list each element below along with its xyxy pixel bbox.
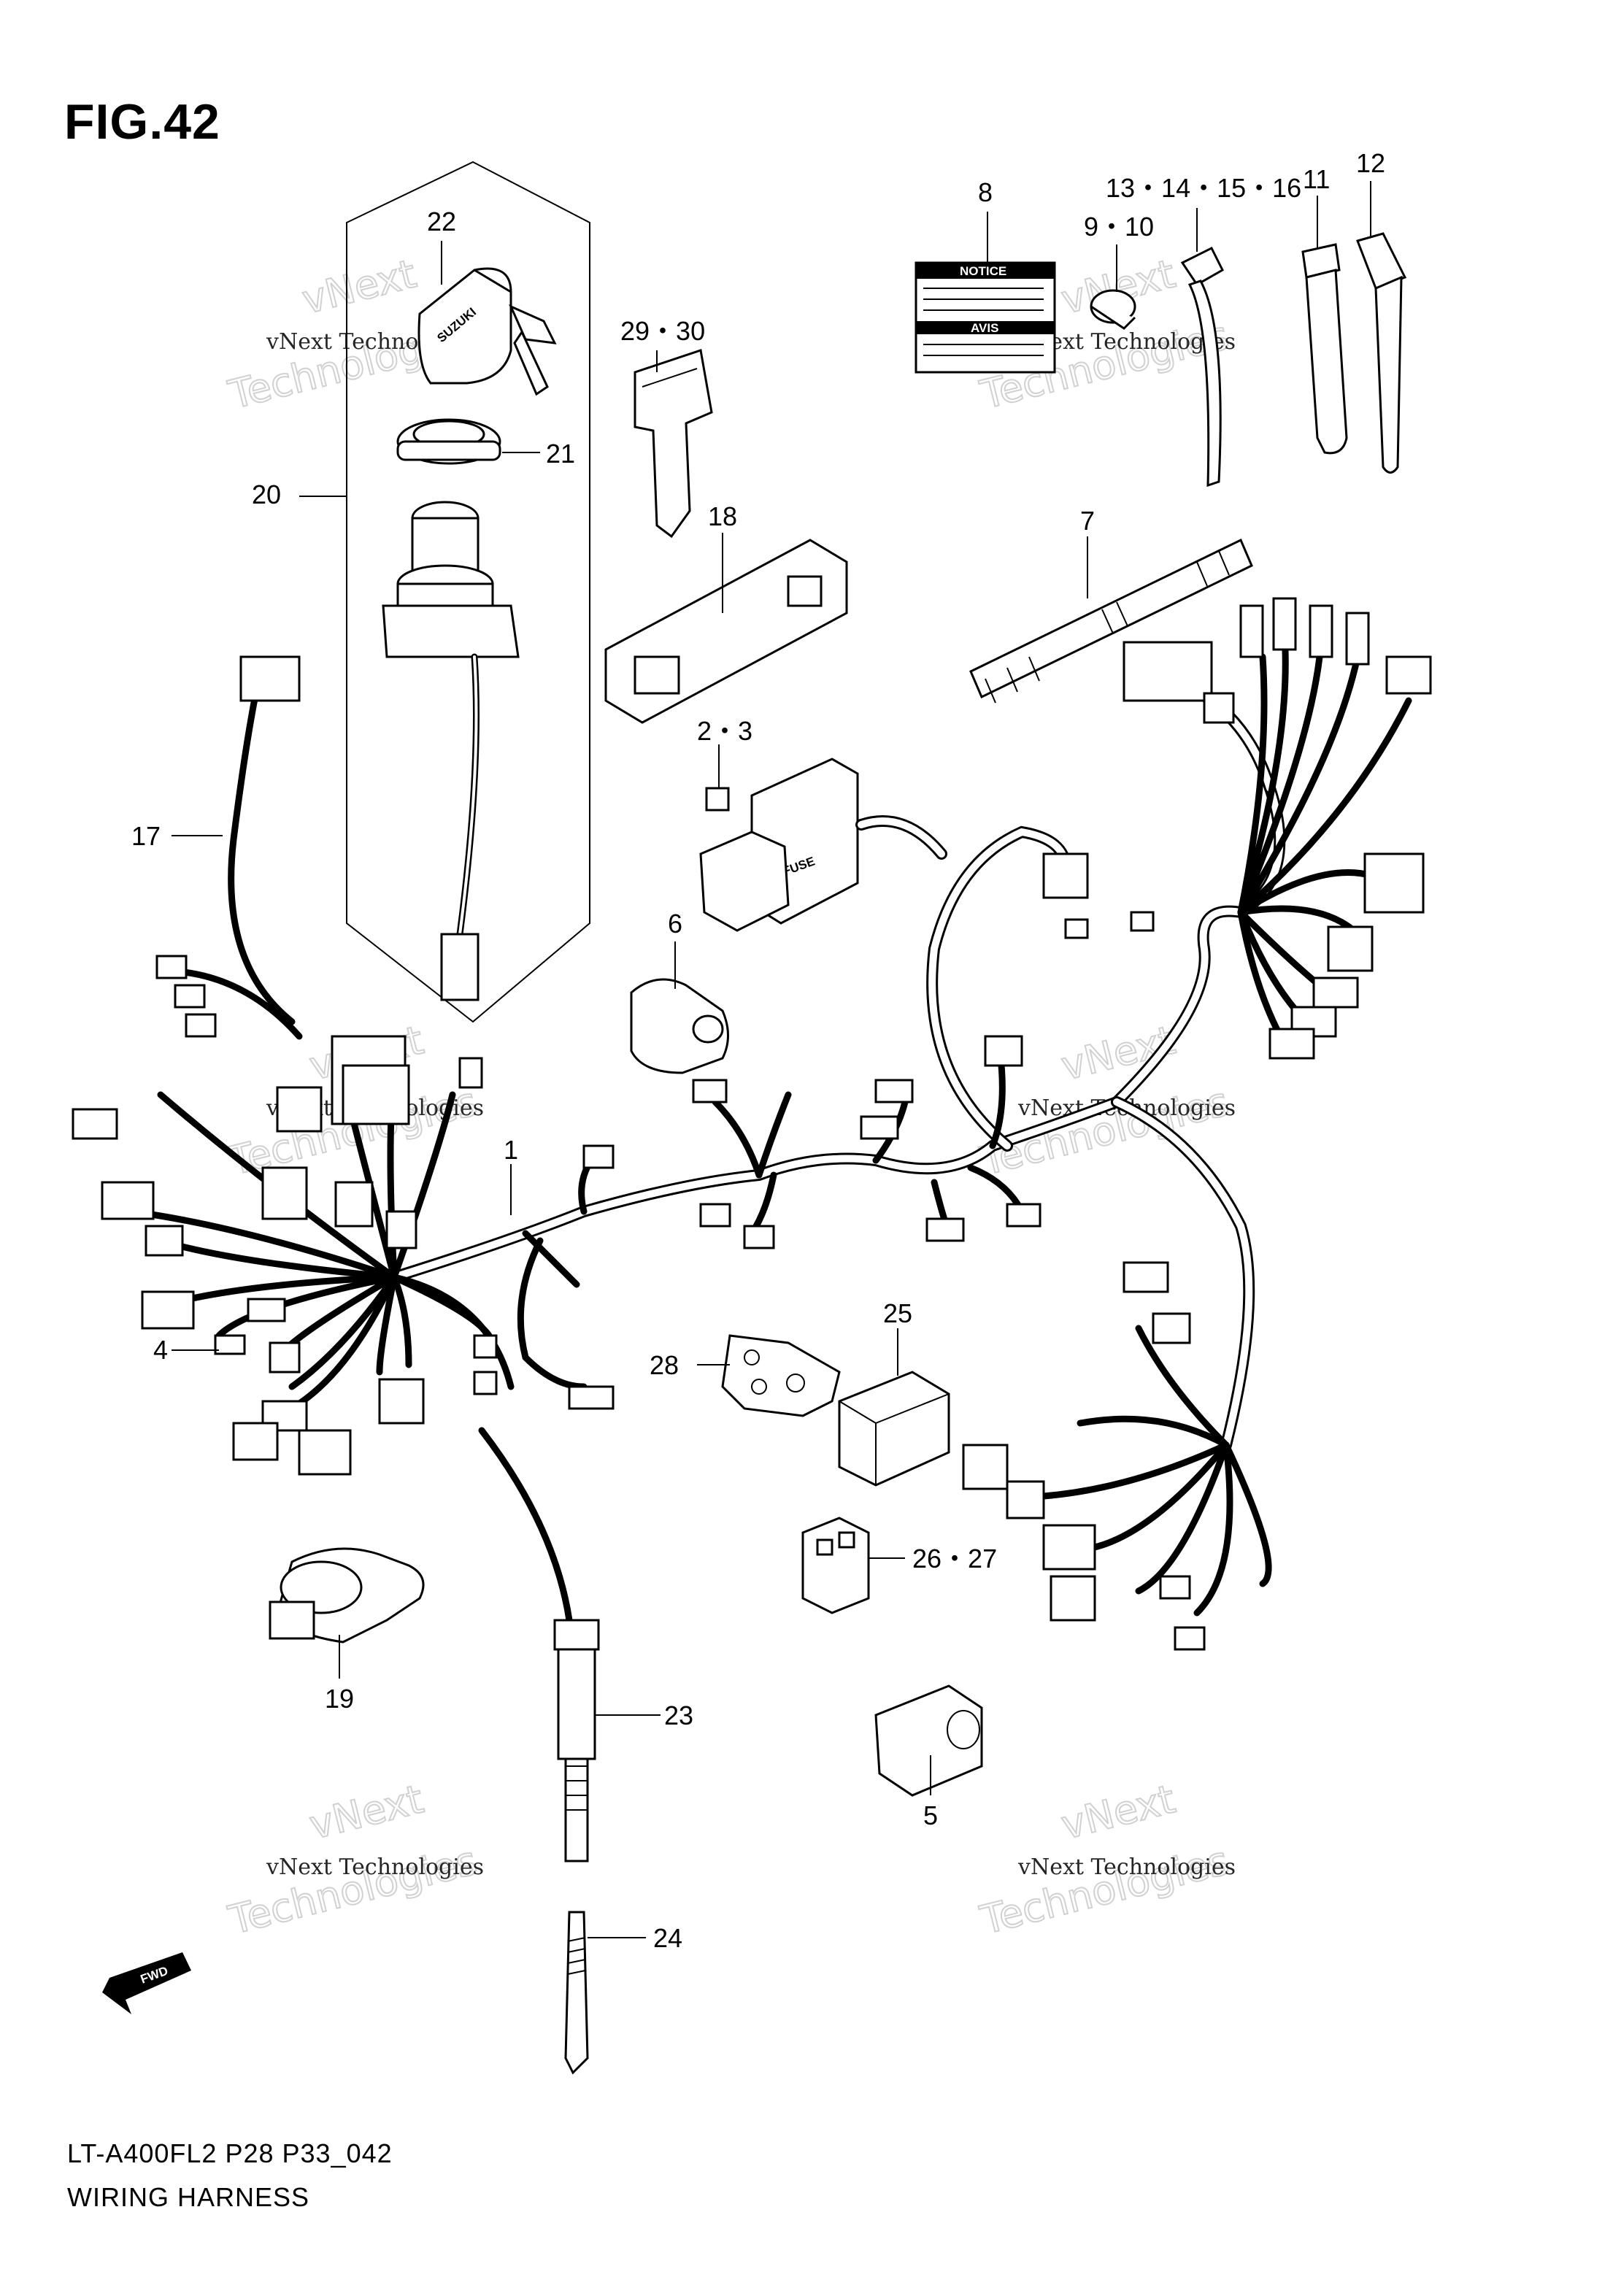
ignition-switch-box bbox=[346, 161, 590, 1023]
callout-24: 24 bbox=[653, 1923, 682, 1953]
svg-text:vNext: vNext bbox=[1057, 1776, 1179, 1848]
callout-22: 22 bbox=[427, 207, 456, 236]
callout-21: 21 bbox=[546, 439, 575, 469]
callout-26-27: 26・27 bbox=[912, 1544, 997, 1573]
model-code: LT-A400FL2 P28 P33_042 bbox=[67, 2138, 393, 2168]
callout-6: 6 bbox=[668, 909, 682, 939]
callout-13-16: 13・14・15・16 bbox=[1106, 173, 1301, 203]
notice-label-8: NOTICE AVIS bbox=[915, 261, 1056, 374]
figure-title: FIG.42 bbox=[64, 94, 220, 150]
callout-9-10: 9・10 bbox=[1084, 212, 1154, 242]
callout-7: 7 bbox=[1080, 506, 1095, 536]
svg-text:AVIS: AVIS bbox=[971, 321, 998, 335]
ignition-switch-body-20 bbox=[382, 501, 520, 1001]
leader-lines bbox=[172, 181, 1371, 1938]
fuse-box: FUSE bbox=[699, 758, 859, 932]
ignition-key-cap-22: SUZUKI bbox=[417, 267, 557, 396]
svg-text:vNext Technologies: vNext Technologies bbox=[1017, 1854, 1236, 1880]
svg-text:vNext: vNext bbox=[298, 250, 420, 323]
callout-4: 4 bbox=[153, 1335, 168, 1365]
relay-25 bbox=[838, 1371, 950, 1487]
callout-12: 12 bbox=[1356, 148, 1385, 178]
watermark-bottom-right: vNext Technologies vNext Technologies bbox=[975, 1775, 1236, 1944]
diagram-name: WIRING HARNESS bbox=[67, 2182, 310, 2212]
fuse-bracket-18 bbox=[604, 539, 848, 724]
boot-5 bbox=[874, 1684, 983, 1797]
oxygen-sensor-23 bbox=[553, 1619, 600, 1862]
callout-numbers: 22 21 20 29・30 8 9・10 13・14・15・16 11 12 … bbox=[131, 148, 1385, 1953]
boot-6 bbox=[630, 978, 729, 1074]
callout-11: 11 bbox=[1303, 164, 1330, 194]
fuse-2-3 bbox=[705, 787, 730, 812]
harness-connectors bbox=[72, 597, 1432, 1651]
callout-29-30: 29・30 bbox=[620, 316, 705, 346]
svg-text:Technologies: Technologies bbox=[976, 1838, 1233, 1943]
svg-text:NOTICE: NOTICE bbox=[960, 264, 1006, 278]
switch-19 bbox=[269, 1547, 425, 1644]
svg-text:vNext Technologies: vNext Technologies bbox=[266, 1854, 484, 1880]
callout-8: 8 bbox=[978, 177, 993, 207]
callout-18: 18 bbox=[708, 501, 737, 531]
callout-20: 20 bbox=[252, 479, 281, 509]
fwd-arrow-icon: FWD bbox=[102, 1952, 191, 2014]
callout-25: 25 bbox=[883, 1298, 912, 1328]
callout-2-3: 2・3 bbox=[697, 716, 752, 746]
callout-1: 1 bbox=[504, 1135, 518, 1165]
svg-text:Technologies: Technologies bbox=[224, 1838, 482, 1943]
svg-text:vNext: vNext bbox=[305, 1776, 428, 1848]
ignition-nut-21 bbox=[396, 418, 501, 465]
callout-28: 28 bbox=[650, 1350, 679, 1380]
callout-23: 23 bbox=[664, 1700, 693, 1730]
cable-tie-12 bbox=[1356, 232, 1407, 474]
key-blank-29-30 bbox=[634, 349, 713, 539]
clamp-9-10 bbox=[1090, 289, 1136, 330]
callout-17: 17 bbox=[131, 821, 161, 851]
cable-tie-13-16 bbox=[1180, 246, 1224, 488]
plate-28 bbox=[721, 1334, 841, 1417]
protector-tube-7 bbox=[969, 538, 1253, 704]
svg-text:Technologies: Technologies bbox=[976, 1079, 1233, 1184]
spring-24 bbox=[564, 1911, 589, 2075]
callout-19: 19 bbox=[325, 1684, 354, 1714]
callout-5: 5 bbox=[923, 1800, 938, 1830]
connector-26-27 bbox=[801, 1517, 870, 1614]
watermark-bottom-left: vNext Technologies vNext Technologies bbox=[223, 1775, 484, 1944]
cable-tie-11 bbox=[1301, 243, 1348, 455]
